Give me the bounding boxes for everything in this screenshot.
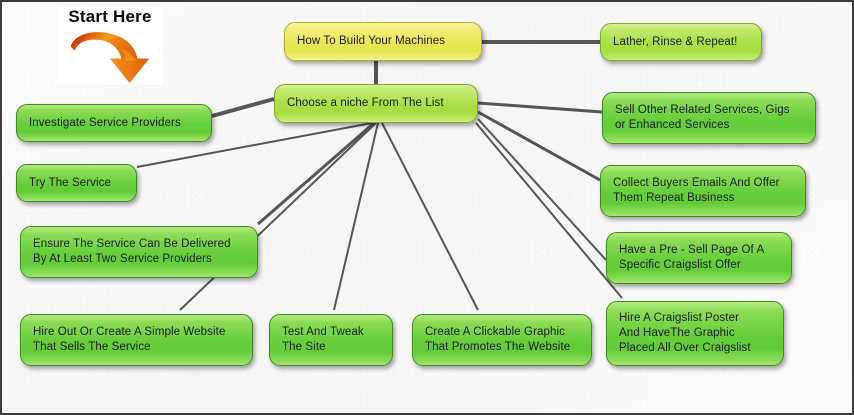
- node-collect[interactable]: Collect Buyers Emails And Offer Them Rep…: [600, 165, 806, 217]
- node-label-sell: Sell Other Related Services, Gigs or Enh…: [615, 104, 790, 131]
- node-center[interactable]: Choose a niche From The List: [274, 84, 478, 123]
- node-label-graphic: Create A Clickable Graphic That Promotes…: [425, 326, 571, 353]
- connector-center-to-graphic: [381, 122, 479, 311]
- start-here-callout: Start Here: [57, 7, 163, 84]
- node-hireout[interactable]: Hire Out Or Create A Simple Website That…: [20, 314, 253, 366]
- node-label-presell: Have a Pre - Sell Page Of A Specific Cra…: [619, 244, 765, 271]
- node-testtweak[interactable]: Test And Tweak The Site: [269, 314, 393, 366]
- curved-down-arrow-icon: [70, 32, 150, 84]
- connector-center-to-hireout: [179, 122, 377, 311]
- node-label-center: Choose a niche From The List: [287, 97, 444, 109]
- node-sell[interactable]: Sell Other Related Services, Gigs or Enh…: [602, 92, 816, 144]
- node-graphic[interactable]: Create A Clickable Graphic That Promotes…: [412, 314, 592, 366]
- node-label-lather: Lather, Rinse & Repeat!: [613, 35, 738, 48]
- node-label-ensure: Ensure The Service Can Be Delivered By A…: [33, 238, 231, 265]
- connector-center-to-collect: [477, 110, 601, 182]
- connector-center-to-poster: [475, 122, 623, 299]
- node-investigate[interactable]: Investigate Service Providers: [16, 104, 212, 142]
- node-label-title: How To Build Your Machines: [297, 35, 446, 47]
- node-label-poster: Hire A Craigslist Poster And HaveThe Gra…: [619, 312, 751, 354]
- node-presell[interactable]: Have a Pre - Sell Page Of A Specific Cra…: [606, 232, 792, 284]
- connector-center-to-testtweak: [333, 122, 379, 311]
- connector-center-to-investigate: [211, 97, 275, 118]
- node-poster[interactable]: Hire A Craigslist Poster And HaveThe Gra…: [606, 301, 784, 366]
- node-title[interactable]: How To Build Your Machines: [284, 22, 482, 61]
- connector-center-to-try: [136, 122, 373, 168]
- node-label-collect: Collect Buyers Emails And Offer Them Rep…: [613, 177, 780, 204]
- node-try[interactable]: Try The Service: [16, 164, 137, 202]
- connector-center-to-sell: [477, 101, 603, 114]
- node-label-testtweak: Test And Tweak The Site: [282, 326, 364, 353]
- node-label-investigate: Investigate Service Providers: [29, 116, 181, 129]
- node-lather[interactable]: Lather, Rinse & Repeat!: [600, 23, 762, 61]
- start-here-label: Start Here: [68, 7, 152, 26]
- node-label-try: Try The Service: [29, 176, 112, 189]
- node-ensure[interactable]: Ensure The Service Can Be Delivered By A…: [20, 226, 258, 278]
- node-label-hireout: Hire Out Or Create A Simple Website That…: [33, 326, 226, 353]
- connector-center-to-presell: [477, 118, 607, 261]
- connector-center-to-ensure: [257, 121, 375, 226]
